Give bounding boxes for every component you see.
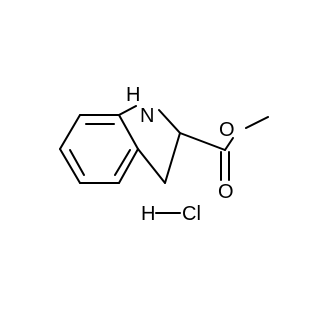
carbonyl-oxygen-label: O	[218, 181, 234, 203]
benzene-ring	[59, 114, 139, 184]
hydrogen-label: H	[141, 203, 155, 225]
bond	[59, 114, 81, 150]
bond	[118, 105, 137, 116]
ester-group	[179, 116, 269, 181]
double-bond-inner	[114, 149, 131, 176]
bond	[59, 148, 81, 184]
bond	[179, 132, 226, 151]
bond	[164, 132, 181, 184]
chlorine-label: Cl	[182, 203, 201, 225]
pyrrolidine-ring	[118, 105, 181, 184]
bond	[118, 114, 139, 150]
bond	[137, 148, 166, 184]
double-bond-inner	[69, 149, 85, 176]
nh-hydrogen-label: H	[126, 84, 140, 106]
nitrogen-label: N	[140, 105, 154, 127]
bond-methyl	[245, 116, 269, 129]
ester-oxygen-label: O	[219, 119, 235, 141]
bond	[158, 109, 181, 134]
bond	[224, 137, 234, 151]
bond	[118, 148, 139, 184]
